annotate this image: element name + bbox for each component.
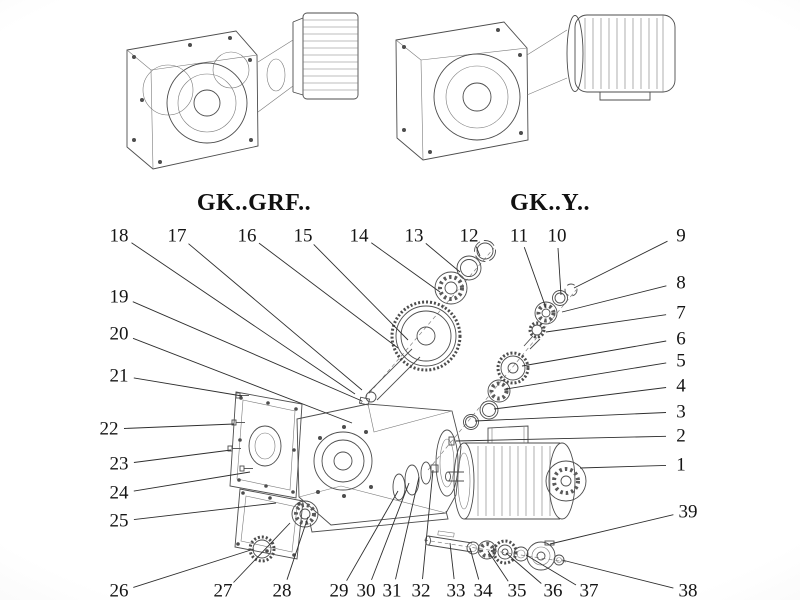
exploded-view-drawing xyxy=(227,240,587,571)
leader-line-38 xyxy=(561,559,674,589)
part-number-label-13: 13 xyxy=(404,225,424,247)
leader-line-7 xyxy=(545,314,667,333)
gearbox-grf-drawing xyxy=(126,12,359,170)
part-number-label-26: 26 xyxy=(109,580,129,600)
leader-line-12 xyxy=(475,246,481,257)
output-shaft-assembly xyxy=(425,530,565,571)
leader-line-14 xyxy=(371,242,441,293)
part-number-label-34: 34 xyxy=(473,580,493,600)
leader-line-25 xyxy=(133,502,277,521)
flange-screws xyxy=(227,392,253,472)
leader-line-26 xyxy=(133,548,255,588)
leader-line-37 xyxy=(525,554,577,586)
part-number-label-37: 37 xyxy=(579,580,599,600)
part-number-label-20: 20 xyxy=(109,323,129,345)
leader-line-35 xyxy=(487,550,509,582)
axis-output-shaft xyxy=(423,539,567,563)
leader-line-1 xyxy=(579,464,667,469)
part-number-label-17: 17 xyxy=(167,225,187,247)
leader-line-36 xyxy=(505,552,542,584)
upper-bearing-stack xyxy=(434,240,496,305)
part-number-label-30: 30 xyxy=(356,580,376,600)
leader-line-2 xyxy=(455,435,667,442)
leader-line-3 xyxy=(474,412,667,422)
part-number-label-8: 8 xyxy=(676,272,686,294)
part-number-label-18: 18 xyxy=(109,225,129,247)
part-number-label-24: 24 xyxy=(109,482,129,504)
axis-upper-shaft xyxy=(359,247,495,405)
part-number-label-16: 16 xyxy=(237,225,257,247)
input-pinion-parts xyxy=(463,283,578,430)
leader-line-18 xyxy=(131,242,356,395)
leader-line-10 xyxy=(557,247,562,296)
part-number-label-6: 6 xyxy=(676,328,686,350)
motor-side-rings xyxy=(392,461,439,501)
part-number-label-25: 25 xyxy=(109,510,129,532)
part-number-label-2: 2 xyxy=(676,425,686,447)
electric-motor xyxy=(445,425,587,520)
leader-line-31 xyxy=(395,476,420,580)
gearbox-y-drawing xyxy=(395,14,676,161)
gear-housing xyxy=(296,403,462,533)
leader-line-13 xyxy=(425,243,461,273)
part-number-label-39: 39 xyxy=(678,501,698,523)
part-number-label-33: 33 xyxy=(446,580,466,600)
leader-line-29 xyxy=(346,490,399,581)
leader-line-27 xyxy=(233,522,291,583)
part-number-label-19: 19 xyxy=(109,286,129,308)
part-number-label-32: 32 xyxy=(411,580,431,600)
leader-line-11 xyxy=(523,247,547,309)
part-number-label-28: 28 xyxy=(272,580,292,600)
part-number-label-31: 31 xyxy=(382,580,402,600)
leader-line-5 xyxy=(505,362,667,390)
leader-line-22 xyxy=(123,423,235,429)
leader-line-33 xyxy=(449,542,455,580)
part-number-label-9: 9 xyxy=(676,225,686,247)
variant-label-y: GK..Y.. xyxy=(510,190,590,216)
part-number-label-15: 15 xyxy=(293,225,313,247)
leader-line-17 xyxy=(188,243,363,391)
input-flange-plate xyxy=(227,391,303,499)
leader-line-30 xyxy=(371,482,410,581)
leader-line-16 xyxy=(258,242,399,349)
leader-line-20 xyxy=(132,337,353,424)
leader-line-4 xyxy=(493,387,667,410)
side-cover-assembly xyxy=(234,488,319,563)
part-number-label-12: 12 xyxy=(459,225,479,247)
leader-line-23 xyxy=(133,449,232,463)
part-number-label-4: 4 xyxy=(676,375,686,397)
part-number-label-14: 14 xyxy=(349,225,369,247)
part-number-label-36: 36 xyxy=(543,580,563,600)
axis-input-shaft xyxy=(427,289,577,471)
leader-lines xyxy=(123,240,674,589)
part-number-label-22: 22 xyxy=(99,418,119,440)
part-number-label-35: 35 xyxy=(507,580,527,600)
leader-line-19 xyxy=(132,301,363,402)
leader-line-39 xyxy=(549,514,674,545)
leader-line-15 xyxy=(313,244,409,341)
variant-label-grf: GK..GRF.. xyxy=(196,190,312,216)
leader-line-24 xyxy=(133,471,251,492)
big-gear-assembly xyxy=(358,300,462,406)
part-number-label-7: 7 xyxy=(676,302,686,324)
leader-line-6 xyxy=(521,340,667,367)
leader-line-32 xyxy=(422,469,434,580)
part-number-label-10: 10 xyxy=(547,225,567,247)
part-number-label-5: 5 xyxy=(676,350,686,372)
part-number-label-21: 21 xyxy=(109,365,129,387)
motor-bolt xyxy=(448,436,455,446)
leader-line-28 xyxy=(286,516,309,580)
leader-line-21 xyxy=(133,377,243,397)
leader-line-9 xyxy=(573,240,668,289)
part-number-label-3: 3 xyxy=(676,401,686,423)
part-number-label-29: 29 xyxy=(329,580,349,600)
part-number-label-1: 1 xyxy=(676,454,686,476)
leader-line-34 xyxy=(469,547,480,580)
part-number-label-23: 23 xyxy=(109,453,129,475)
leader-line-8 xyxy=(561,285,667,313)
part-number-label-11: 11 xyxy=(509,225,529,247)
part-number-label-27: 27 xyxy=(213,580,233,600)
part-number-label-38: 38 xyxy=(678,580,698,600)
